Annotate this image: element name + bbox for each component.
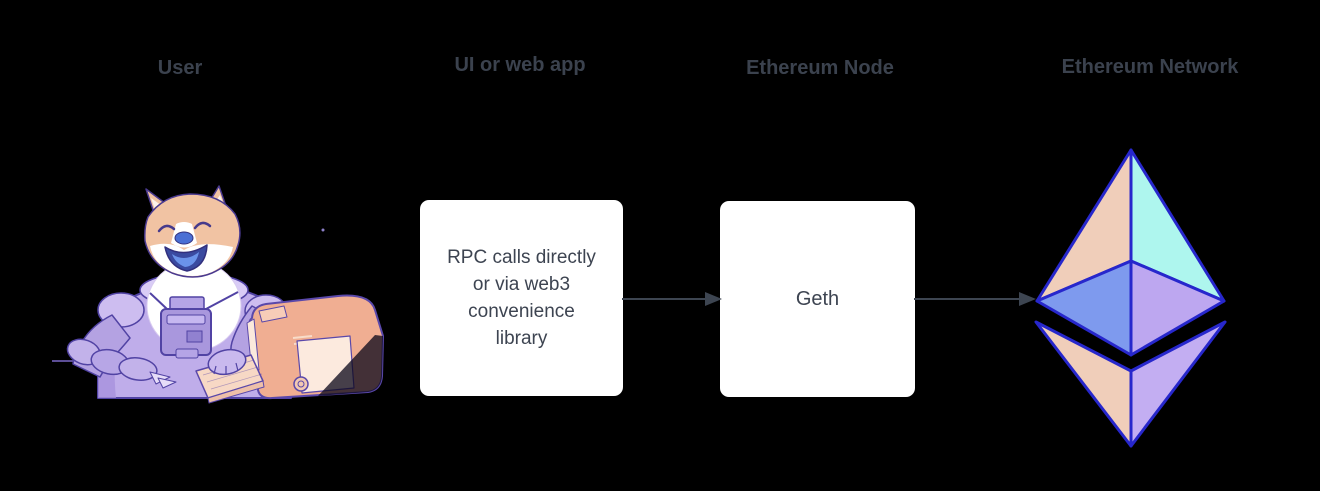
eth-reflection-right xyxy=(1129,320,1227,448)
doge-right-eye xyxy=(193,221,212,230)
sparkle-dot xyxy=(321,228,325,232)
geth-box: Geth xyxy=(720,201,915,397)
arrow-webapp-to-node xyxy=(622,292,722,306)
column-header-ethereum-node: Ethereum Node xyxy=(746,57,894,79)
web-app-box-text-line: convenience xyxy=(468,301,575,322)
doge-astronaut-illustration xyxy=(52,185,384,404)
web-app-box-text-line: library xyxy=(495,328,548,349)
geth-box-label: Geth xyxy=(795,287,840,310)
doge-head xyxy=(144,185,241,278)
doge-nose xyxy=(174,231,194,245)
suit-chest-control-box xyxy=(149,291,239,359)
column-header-user: User xyxy=(157,57,203,79)
computer-illustration xyxy=(246,294,384,400)
ethereum-logo-icon xyxy=(1034,148,1227,448)
doge-paw-on-keyboard xyxy=(207,348,247,376)
web-app-box: RPC calls directly or via web3 convenien… xyxy=(420,200,623,396)
eth-face-lower-right xyxy=(1129,259,1226,357)
web-app-box-text-line: or via web3 xyxy=(472,274,571,295)
doge-left-eye xyxy=(157,224,176,233)
column-header-web-app: UI or web app xyxy=(454,54,586,76)
column-header-ethereum-network: Ethereum Network xyxy=(1061,56,1239,78)
computer-fan-port xyxy=(293,376,309,392)
web-app-box-text-line: RPC calls directly xyxy=(447,247,596,268)
arrow-node-to-network xyxy=(914,292,1036,306)
doge-tongue xyxy=(172,252,199,267)
